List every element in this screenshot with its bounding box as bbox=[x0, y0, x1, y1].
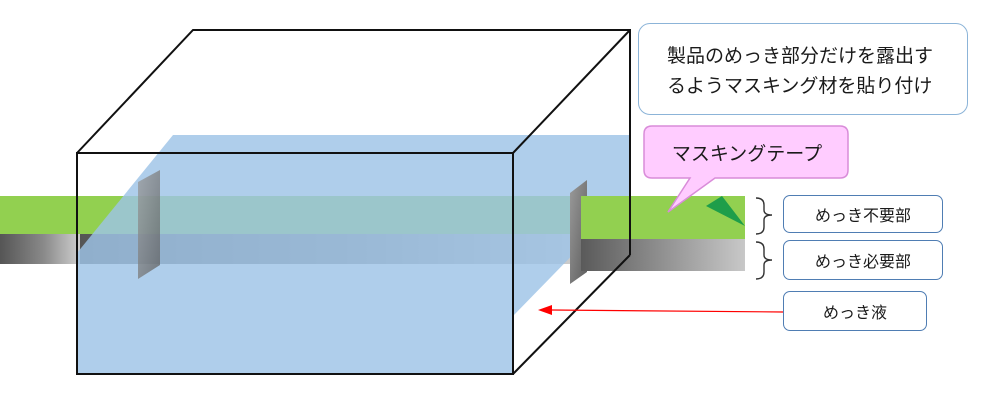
masking-tape-callout bbox=[643, 125, 849, 213]
product-rod-left bbox=[0, 196, 80, 264]
note-callout: 製品のめっき部分だけを露出す るようマスキング材を貼り付け bbox=[638, 23, 968, 115]
plating-liquid bbox=[77, 135, 630, 374]
needed-part-label: めっき必要部 bbox=[783, 240, 943, 280]
unneeded-part-label: めっき不要部 bbox=[783, 195, 943, 233]
plating-liquid-label: めっき液 bbox=[783, 291, 927, 331]
product-rod-right bbox=[581, 196, 745, 271]
brace-needed bbox=[755, 241, 773, 280]
liquid-pointer-arrow bbox=[538, 305, 784, 315]
brace-unneeded bbox=[755, 197, 773, 235]
note-line-2: るようマスキング材を貼り付け bbox=[667, 75, 933, 97]
note-line-1: 製品のめっき部分だけを露出す bbox=[667, 45, 934, 67]
masking-tape-label: マスキングテープ bbox=[671, 142, 823, 165]
tank-outline bbox=[76, 29, 631, 375]
masking-plate-left bbox=[138, 170, 160, 279]
tape-pointer-arrow bbox=[706, 196, 745, 226]
